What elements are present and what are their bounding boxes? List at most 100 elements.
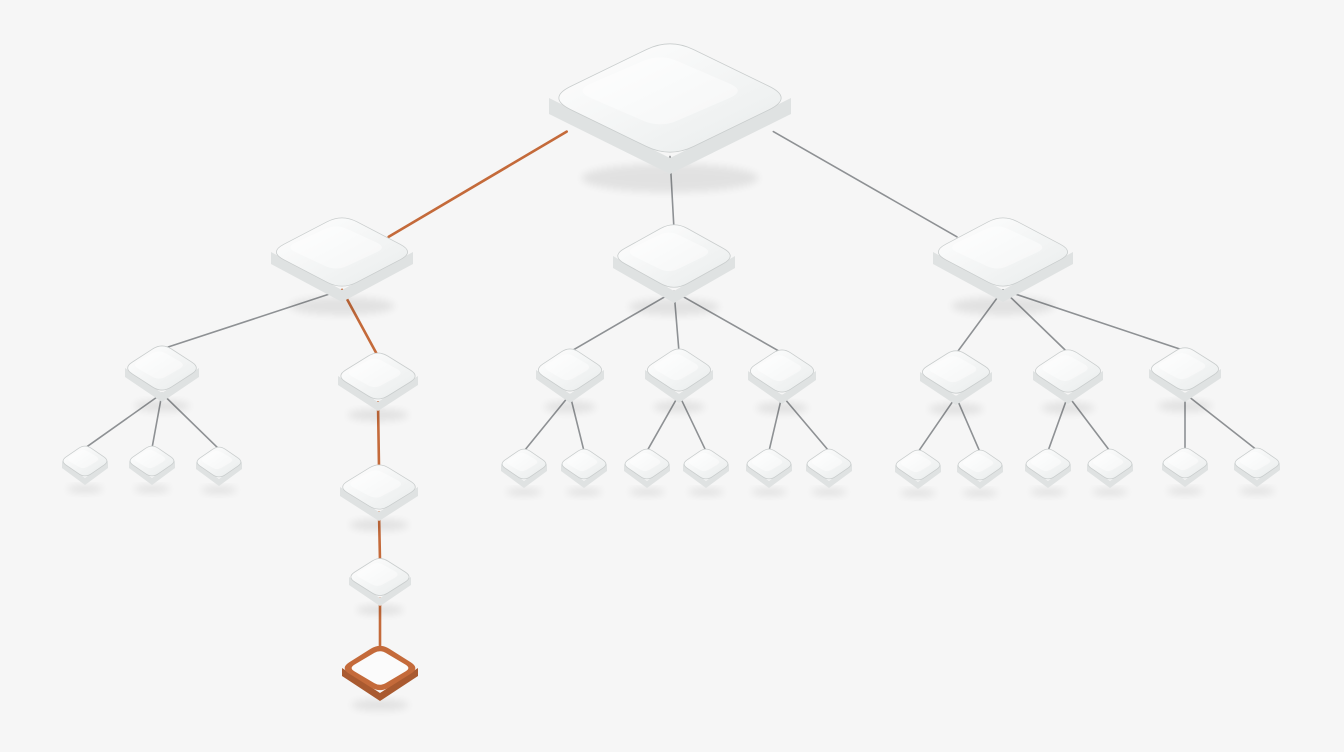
node-top bbox=[501, 448, 547, 480]
node-shadow bbox=[506, 487, 542, 497]
tree-node bbox=[536, 348, 604, 413]
node-top bbox=[342, 464, 416, 510]
node-top bbox=[538, 348, 602, 392]
node-highlight bbox=[348, 358, 401, 388]
node-top bbox=[62, 445, 108, 477]
node-side bbox=[549, 98, 791, 174]
node-top bbox=[746, 448, 792, 480]
node-highlight bbox=[506, 452, 538, 472]
leaf-node bbox=[1025, 448, 1071, 497]
node-side bbox=[536, 370, 604, 403]
node-highlight bbox=[1167, 451, 1199, 471]
node-shadow bbox=[811, 487, 847, 497]
node-top bbox=[561, 448, 607, 480]
tree-node bbox=[613, 224, 735, 316]
node-side bbox=[125, 368, 199, 402]
node-shadow bbox=[1167, 486, 1203, 496]
node-shadow bbox=[1041, 402, 1095, 414]
node-top bbox=[558, 43, 782, 153]
node-top bbox=[1087, 448, 1133, 480]
node-side bbox=[806, 464, 852, 488]
node-top bbox=[127, 345, 197, 391]
tree-node bbox=[340, 464, 418, 531]
leaf-node bbox=[746, 448, 792, 497]
leaf-node bbox=[196, 446, 242, 495]
leaf-node bbox=[1162, 447, 1208, 496]
node-shadow bbox=[928, 403, 984, 415]
node-highlight bbox=[134, 351, 183, 379]
endpoint-inner bbox=[351, 651, 409, 685]
node-shadow bbox=[289, 296, 395, 316]
tree-node bbox=[1033, 349, 1103, 414]
tree-node bbox=[933, 217, 1073, 316]
node-highlight bbox=[357, 563, 398, 586]
node-side bbox=[1234, 463, 1280, 487]
node-shadow bbox=[628, 298, 720, 316]
node-highlight bbox=[900, 453, 932, 473]
node-top bbox=[1162, 447, 1208, 479]
node-side bbox=[683, 464, 729, 488]
node-side bbox=[746, 464, 792, 488]
node-top bbox=[683, 448, 729, 480]
tree-node bbox=[125, 345, 199, 412]
node-side bbox=[196, 462, 242, 486]
node-top bbox=[350, 558, 410, 596]
leaf-node bbox=[957, 449, 1003, 498]
node-side bbox=[1087, 464, 1133, 488]
node-side bbox=[1162, 463, 1208, 487]
leaf-node bbox=[1234, 447, 1280, 496]
node-side bbox=[933, 252, 1073, 302]
node-side bbox=[645, 370, 713, 403]
tree-node bbox=[920, 350, 992, 415]
node-shadow bbox=[356, 604, 404, 616]
node-highlight bbox=[811, 452, 843, 472]
node-highlight bbox=[629, 452, 661, 472]
tree-node bbox=[271, 217, 413, 316]
node-highlight bbox=[1239, 451, 1271, 471]
tree-node bbox=[349, 558, 411, 616]
leaf-node bbox=[561, 448, 607, 497]
root-node bbox=[549, 43, 791, 193]
node-top bbox=[129, 445, 175, 477]
node-highlight bbox=[688, 452, 720, 472]
node-side bbox=[1025, 464, 1071, 488]
node-side bbox=[1033, 371, 1103, 404]
tree-node bbox=[338, 352, 418, 422]
node-side bbox=[338, 376, 418, 411]
node-highlight bbox=[350, 470, 402, 498]
node-shadow bbox=[566, 487, 602, 497]
tree-node bbox=[748, 349, 816, 414]
node-shadow bbox=[1239, 486, 1275, 496]
leaf-node bbox=[1087, 448, 1133, 497]
node-highlight bbox=[654, 354, 699, 381]
node-shadow bbox=[1157, 400, 1213, 412]
node-side bbox=[271, 252, 413, 302]
node-highlight bbox=[290, 226, 382, 269]
node-side bbox=[349, 577, 411, 606]
node-shadow bbox=[67, 484, 103, 494]
node-highlight bbox=[545, 354, 590, 381]
highlighted-endpoint-node bbox=[342, 645, 418, 711]
node-highlight bbox=[629, 232, 709, 272]
node-shadow bbox=[962, 488, 998, 498]
leaf-node bbox=[806, 448, 852, 497]
node-highlight bbox=[1030, 452, 1062, 472]
node-layer bbox=[62, 43, 1280, 711]
leaf-node bbox=[62, 445, 108, 494]
leaf-node bbox=[624, 448, 670, 497]
node-top bbox=[938, 217, 1068, 287]
node-top bbox=[922, 350, 990, 394]
node-side bbox=[561, 464, 607, 488]
node-highlight bbox=[582, 57, 738, 125]
node-highlight bbox=[201, 450, 233, 470]
node-highlight bbox=[1092, 452, 1124, 472]
node-side bbox=[957, 465, 1003, 489]
node-highlight bbox=[751, 452, 783, 472]
node-side bbox=[129, 461, 175, 485]
node-side bbox=[895, 465, 941, 489]
node-top bbox=[895, 449, 941, 481]
connector-line bbox=[772, 130, 958, 238]
node-side bbox=[1149, 369, 1221, 402]
